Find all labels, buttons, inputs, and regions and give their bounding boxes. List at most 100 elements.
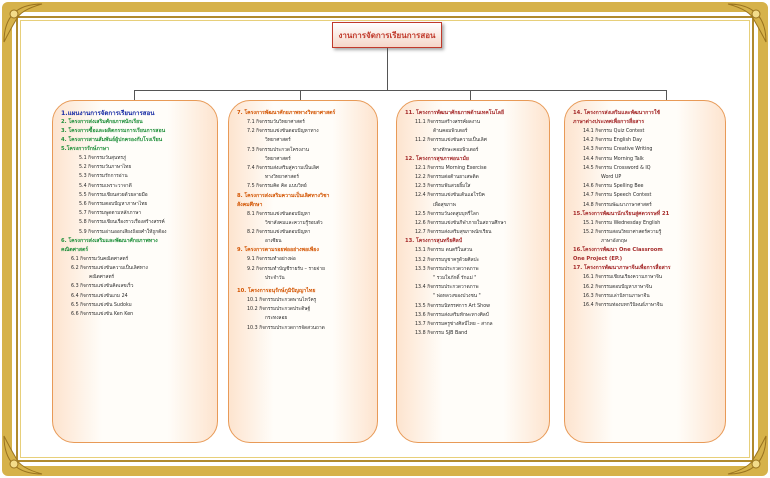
activity-item: 12.2 กิจกรรมต่อต้านยาเสพติด — [415, 175, 479, 181]
activity-item: 13.3 กิจกรรมประกวดวาดภาพ — [415, 266, 479, 272]
project-heading: 15.โครงการพัฒนานักเรียนสู่ศตวรรษที่ 21 — [573, 210, 670, 217]
activity-item: กระทงลอย — [265, 316, 288, 322]
activity-item: 15.2 กิจกรรมสอนวิทยาศาสตร์ความรู้ — [583, 230, 662, 236]
activity-item: วิทยาศาสตร์ — [265, 138, 291, 144]
activity-item: คณิตศาสตร์ — [89, 275, 115, 281]
diagram-title: งานการจัดการเรียนการสอน — [332, 22, 442, 48]
corner-ornament-icon — [3, 3, 43, 43]
connector-line — [470, 90, 471, 100]
project-heading: 3. โครงการซื้อและผลิตกรรมการเรียนการสอน — [61, 128, 166, 134]
activity-item: 5.1 กิจกรรมวันสุนทรภู่ — [79, 156, 127, 161]
connector-line — [134, 90, 666, 91]
frame-inner-line — [20, 20, 750, 458]
project-heading: คณิตศาสตร์ — [61, 246, 89, 253]
activity-item: 6.1 กิจกรรมวันคณิตศาสตร์ — [71, 256, 129, 262]
project-heading: ภาษาต่างประเทศเพื่อการสื่อสาร — [573, 119, 645, 125]
activity-item: 12.3 กิจกรรมฟันสวยยิ้มใส — [415, 184, 471, 190]
project-heading: 9. โครงการตามรอยพ่ออย่างพอเพียง — [237, 247, 319, 254]
activity-item: 13.1 กิจกรรม ดนตรีในสวน — [415, 248, 473, 254]
activity-item: 5.5 กิจกรรมเขียนสวยด้วยลายมือ — [79, 192, 148, 198]
activity-item: 13.6 กิจกรรมส่งเสริมทักษะทางศิลป์ — [415, 312, 489, 318]
connector-line — [300, 90, 301, 100]
project-heading: 6. โครงการส่งเสริมและพัฒนาศักยภาพทาง — [61, 237, 158, 244]
activity-item: " รวมใจภักดิ์ รักแม่ " — [433, 276, 477, 282]
activity-item: 14.3 กิจกรรม Creative Writing — [583, 147, 653, 153]
activity-item: 5.7 กิจกรรมพูดตามหลักภาษา — [79, 211, 142, 217]
activity-item: 7.3 กิจกรรมประกวดโครงงาน — [247, 147, 310, 153]
activity-item: 16.1 กิจกรรมเขียนเรียงความภาษาจีน — [583, 275, 663, 281]
activity-item: 14.2 กิจกรรม English Day — [583, 138, 642, 144]
activity-item: 10.3 กิจกรรมประกวดการจัดสวนถาด — [247, 325, 325, 331]
activity-item: 12.6 กิจกรรมแข่งขันกีฬาภายในสถานศึกษา — [415, 221, 507, 227]
project-heading: 14. โครงการส่งเสริมและพัฒนาการใช้ — [573, 110, 661, 116]
activity-item: 8.1 กิจกรรมแข่งขันตอบปัญหา — [247, 211, 311, 217]
activity-item: 5.9 กิจกรรมอ่านออกเสียงถ้อยคำให้ถูกต้อง — [79, 229, 167, 235]
activity-item: 6.4 กิจกรรมแข่งขันเกม 24 — [71, 293, 128, 299]
project-heading: 12. โครงการสุขภาพอนามัย — [405, 155, 469, 162]
activity-item: 13.8 กิจกรรม SJB Band — [415, 331, 468, 337]
project-heading: 1.แผนงานการจัดการเรียนการสอน — [61, 110, 155, 117]
connector-line — [387, 48, 388, 90]
activity-item: ด้านคอมพิวเตอร์ — [433, 129, 468, 135]
project-heading: 5.โครงการรักษ์ภาษา — [61, 146, 110, 152]
corner-ornament-icon — [727, 3, 767, 43]
project-heading: 2. โครงการส่งเสริมศักยภาพนักเรียน — [61, 119, 143, 125]
activity-item: 6.6 กิจกรรมแข่งขัน Ken Ken — [71, 312, 134, 318]
project-heading: สังคมศึกษา — [237, 201, 263, 208]
activity-item: Word UP — [601, 175, 622, 181]
activity-item: ทางทักษะคอมพิวเตอร์ — [433, 147, 479, 153]
activity-item: 12.5 กิจกรรมวันงดสูบบุหรี่โลก — [415, 211, 479, 217]
activity-item: 11.1 กิจกรรมสร้างสรรค์ผลงาน — [415, 120, 481, 125]
activity-item: เพื่อสุขภาพ — [433, 202, 456, 208]
activity-item: 14.4 กิจกรรม Morning Talk — [583, 156, 644, 162]
activity-item: 7.2 กิจกรรมแข่งขันตอบปัญหาทาง — [247, 129, 319, 135]
activity-item: 10.2 กิจกรรมประกวดประดิษฐ์ — [247, 307, 311, 313]
activity-item: 11.2 กิจกรรมแข่งขันความเป็นเลิศ — [415, 138, 487, 144]
activity-item: 6.3 กิจกรรมแข่งขันคิดเลขเร็ว — [71, 284, 134, 290]
activity-item: 6.2 กิจกรรมแข่งขันความเป็นเลิศทาง — [71, 266, 148, 272]
project-heading: 10. โครงการอนุรักษ์ภูมิปัญญาไทย — [237, 288, 316, 295]
activity-item: 7.1 กิจกรรมวันวิทยาศาสตร์ — [247, 120, 305, 125]
activity-item: " พ่อหลวงของปวงชน " — [433, 294, 481, 300]
activity-item: 5.8 กิจกรรมเขียนเรื่องราวเรื่องสร้างสรรค… — [79, 220, 165, 226]
project-heading: One Project (EP.) — [573, 256, 623, 263]
activity-item: ภาษาอังกฤษ — [601, 239, 627, 245]
activity-item: 15.1 กิจกรรม Wednesday English — [583, 220, 661, 226]
activity-item: 5.3 กิจกรรมรักการอ่าน — [79, 174, 128, 180]
activity-item: 9.2 กิจกรรมทำบัญชีรายรับ – รายจ่าย — [247, 266, 325, 272]
activity-item: 16.4 กิจกรรมท่องบทกวีนิพนธ์ภาษาจีน — [583, 303, 663, 309]
column-box-4: 14. โครงการส่งเสริมและพัฒนาการใช้ภาษาต่า… — [564, 100, 726, 443]
activity-item: 14.7 กิจกรรม Speech Contest — [583, 193, 652, 199]
activity-item: 16.3 กิจกรรมเล่านิทานภาษาจีน — [583, 293, 650, 299]
activity-item: 12.1 กิจกรรม Morning Exercise — [415, 165, 487, 171]
frame-inner-border — [16, 16, 754, 462]
activity-item: 5.4 กิจกรรมเพราะวาจาดี — [79, 183, 132, 189]
connector-line — [666, 90, 667, 100]
activity-item: 6.5 กิจกรรมแข่งขัน Sudoku — [71, 302, 132, 308]
activity-item: 14.1 กิจกรรม Quiz Contest — [583, 129, 645, 134]
activity-item: 12.4 กิจกรรมแข่งขันเต้นแอโรบิค — [415, 193, 485, 199]
activity-item: อาเซียน — [265, 239, 282, 245]
project-heading: 16.โครงการพัฒนา One Classroom — [573, 247, 663, 254]
project-heading: 11. โครงการพัฒนาศักยภาพด้านเทคโนโลยี — [405, 110, 505, 116]
column-box-1: 1.แผนงานการจัดการเรียนการสอน 2. โครงการส่… — [52, 100, 218, 443]
activity-item: 13.4 กิจกรรมประกวดวาดภาพ — [415, 285, 479, 291]
project-heading: 17. โครงการพัฒนาภาษาจีนเพื่อการสื่อสาร — [573, 265, 671, 272]
activity-item: 16.2 กิจกรรมตอบปัญหาภาษาจีน — [583, 284, 652, 290]
activity-item: 13.2 กิจกรรมบูชาครูด้วยศิลปะ — [415, 257, 480, 263]
activity-item: ประจำวัน — [265, 275, 285, 281]
activity-item: 12.7 กิจกรรมส่งเสริมสุขภาพนักเรียน — [415, 230, 492, 236]
activity-item: 14.8 กิจกรรมพัฒนาภาษาศาสตร์ — [583, 202, 652, 208]
activity-item: 8.2 กิจกรรมแข่งขันตอบปัญหา — [247, 230, 311, 236]
connector-line — [134, 90, 135, 100]
project-heading: 8. โครงการส่งเสริมความเป็นเลิศทางวิชา — [237, 192, 330, 199]
project-heading: 13. โครงการสุนทรียศิลป์ — [405, 238, 463, 245]
project-heading: 4. โครงการสานสัมพันธ์ผู้ปกครองกับโรงเรีย… — [61, 137, 163, 143]
activity-item: 14.5 กิจกรรม Crossword & IQ — [583, 165, 651, 171]
activity-item: วิชาสังคมและความรู้รอบตัว — [265, 220, 323, 226]
project-heading: 7. โครงการพัฒนาศักยภาพทางวิทยาศาสตร์ — [237, 110, 336, 116]
activity-item: 5.6 กิจกรรมตอบปัญหาภาษาไทย — [79, 202, 148, 208]
activity-item: 13.7 กิจกรรมครูช่างศิลป์ไทย – สากล — [415, 322, 493, 328]
activity-item: 13.5 กิจกรรมนิทรรศการ Art Show — [415, 303, 491, 309]
activity-item: 14.6 กิจกรรม Spelling Bee — [583, 184, 644, 190]
